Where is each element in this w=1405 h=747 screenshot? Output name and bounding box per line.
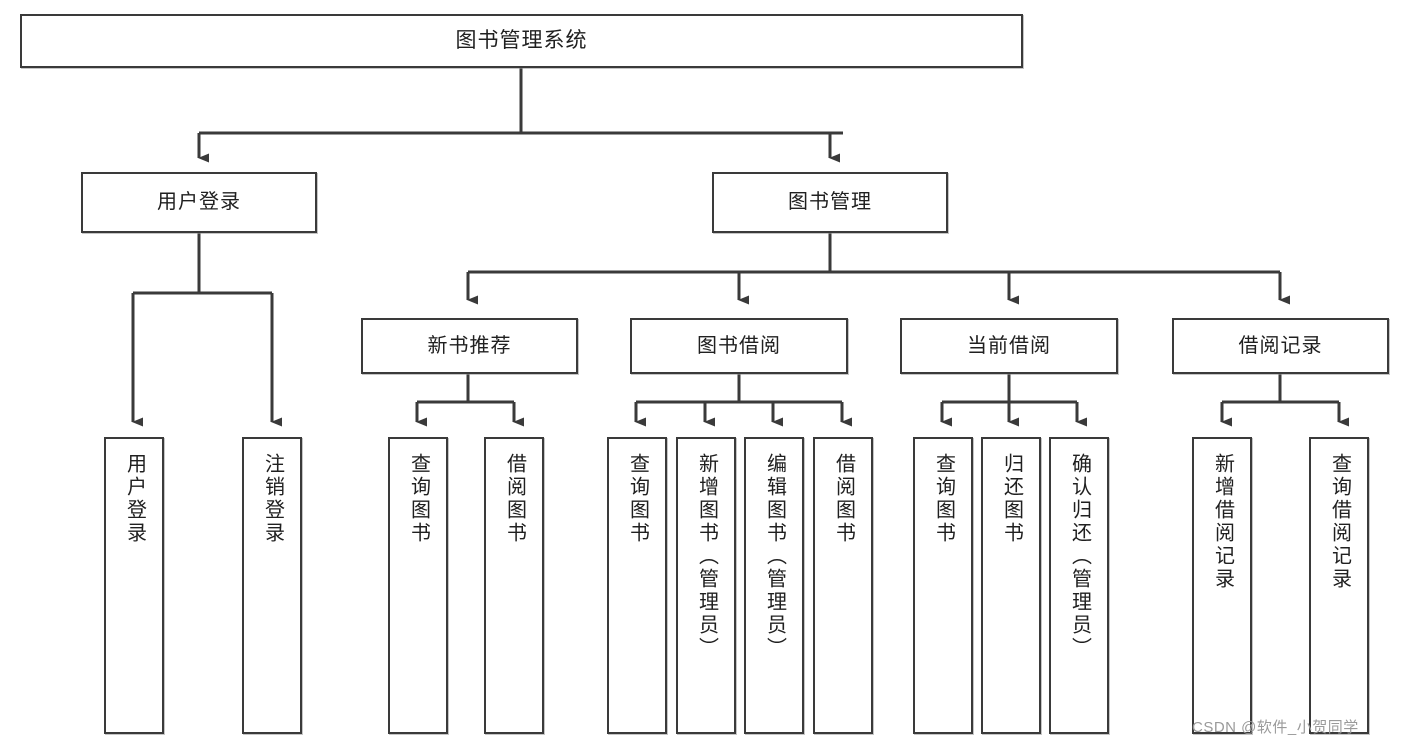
node-label: 当前借阅 xyxy=(967,334,1051,357)
leaf-borrow-book-new-recommend[interactable]: 借阅图书 xyxy=(484,437,544,734)
leaf-logout[interactable]: 注销登录 xyxy=(242,437,302,734)
node-label: 新增借阅记录 xyxy=(1211,453,1234,591)
node-user-login[interactable]: 用户登录 xyxy=(81,172,317,233)
node-label: 借阅记录 xyxy=(1238,334,1323,357)
node-label: 图书管理 xyxy=(788,191,872,213)
leaf-query-book-new-recommend[interactable]: 查询图书 xyxy=(388,437,448,734)
csdn-watermark: CSDN @软件_小贺同学 xyxy=(1192,719,1359,736)
node-book-borrow[interactable]: 图书借阅 xyxy=(630,318,848,374)
node-label: 用户登录 xyxy=(123,453,146,545)
node-new-book-recommend[interactable]: 新书推荐 xyxy=(361,318,578,374)
leaf-add-borrow-record[interactable]: 新增借阅记录 xyxy=(1192,437,1252,734)
node-label: 图书管理系统 xyxy=(455,28,588,52)
node-label: 归还图书 xyxy=(1000,453,1023,545)
node-label: 注销登录 xyxy=(261,453,284,545)
node-current-borrow[interactable]: 当前借阅 xyxy=(900,318,1118,374)
node-label: 查询图书 xyxy=(626,453,649,545)
leaf-borrow-book[interactable]: 借阅图书 xyxy=(813,437,873,734)
leaf-query-book-current[interactable]: 查询图书 xyxy=(913,437,973,734)
leaf-edit-book-admin[interactable]: 编辑图书（管理员） xyxy=(744,437,804,734)
leaf-query-book-borrow[interactable]: 查询图书 xyxy=(607,437,667,734)
node-label: 查询图书 xyxy=(932,453,955,545)
leaf-query-borrow-record[interactable]: 查询借阅记录 xyxy=(1309,437,1369,734)
node-label: 查询借阅记录 xyxy=(1328,453,1351,591)
node-label: 查询图书 xyxy=(407,453,430,545)
node-label: 编辑图书（管理员） xyxy=(763,453,786,660)
leaf-return-book[interactable]: 归还图书 xyxy=(981,437,1041,734)
node-label: 新书推荐 xyxy=(427,334,512,357)
node-root-book-management-system[interactable]: 图书管理系统 xyxy=(20,14,1023,68)
node-label: 确认归还（管理员） xyxy=(1068,453,1091,660)
node-label: 用户登录 xyxy=(157,191,241,213)
leaf-user-login[interactable]: 用户登录 xyxy=(104,437,164,734)
node-borrow-record[interactable]: 借阅记录 xyxy=(1172,318,1389,374)
node-label: 借阅图书 xyxy=(832,453,855,545)
node-book-management[interactable]: 图书管理 xyxy=(712,172,948,233)
node-label: 借阅图书 xyxy=(503,453,526,545)
node-label: 图书借阅 xyxy=(697,334,781,357)
leaf-add-book-admin[interactable]: 新增图书（管理员） xyxy=(676,437,736,734)
leaf-confirm-return-admin[interactable]: 确认归还（管理员） xyxy=(1049,437,1109,734)
node-label: 新增图书（管理员） xyxy=(695,453,718,660)
